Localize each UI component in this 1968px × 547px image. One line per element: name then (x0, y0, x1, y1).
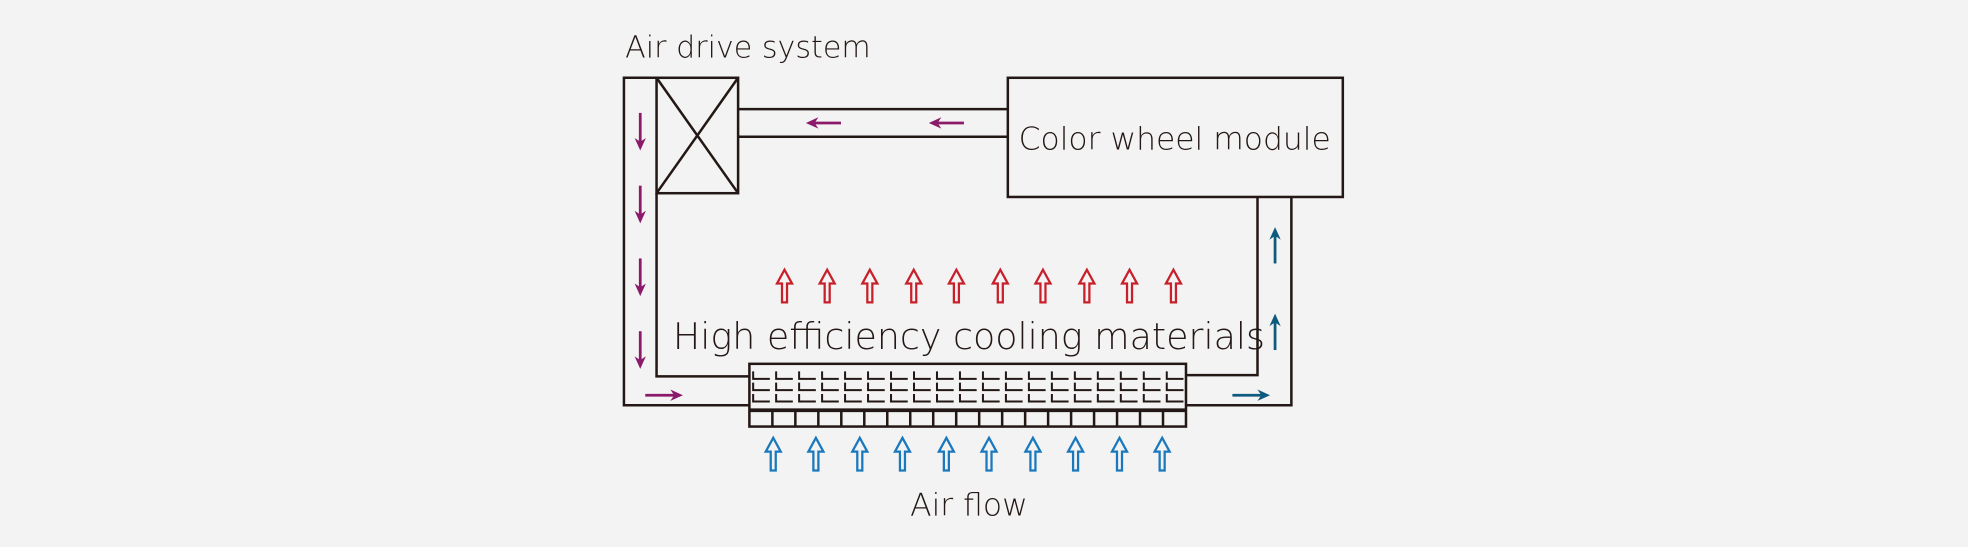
right-arrow-icon (1232, 389, 1271, 401)
air-flow-arrow-icon (979, 435, 999, 472)
fan-icon (655, 77, 740, 194)
down-arrow-icon (634, 258, 646, 297)
up-arrow-icon (1269, 313, 1281, 351)
hot-air-arrow-icon (946, 267, 966, 304)
outer-left-duct (622, 76, 750, 407)
hot-air-arrow-icon (1033, 267, 1053, 304)
top-duct (738, 107, 1008, 139)
hot-air-arrow-icon (1164, 267, 1183, 304)
hot-air-arrow-icon (1120, 267, 1139, 304)
up-arrow-icon (1269, 227, 1281, 264)
cooling-materials-label: High efficiency cooling materials (673, 315, 1265, 358)
right-arrow-icon (645, 389, 683, 401)
air-flow-arrow-icon (763, 435, 783, 472)
down-arrow-icon (634, 112, 646, 151)
heat-exchanger-icon (748, 362, 1188, 428)
hot-air-arrow-icon (1077, 267, 1097, 304)
fan-box (655, 76, 740, 195)
air-flow-arrow-icon (936, 435, 956, 472)
air-flow-arrow-icon (850, 435, 870, 472)
hot-air-arrow-icon (860, 267, 880, 304)
air-flow-arrow-icon (893, 435, 912, 472)
inner-left-duct (655, 193, 750, 378)
hot-air-arrow-icon (775, 267, 794, 304)
left-arrow-icon (928, 117, 964, 129)
color-wheel-module-label: Color wheel module (1019, 121, 1331, 157)
color-wheel-module-box (1006, 76, 1345, 199)
air-flow-arrow-icon (1110, 435, 1129, 472)
left-arrow-icon (805, 117, 841, 129)
down-arrow-icon (634, 331, 646, 369)
down-arrow-icon (634, 185, 646, 224)
air-flow-arrow-icon (1023, 435, 1043, 472)
air-drive-system-label: Air drive system (625, 31, 871, 66)
air-flow-arrow-icon (1152, 435, 1172, 472)
air-flow-arrow-icon (806, 435, 826, 472)
hot-air-arrow-icon (990, 267, 1010, 304)
right-duct (1185, 196, 1293, 407)
hot-air-arrow-icon (817, 267, 837, 304)
air-flow-arrow-icon (1066, 435, 1086, 472)
air-flow-label: Air flow (910, 488, 1028, 524)
hot-air-arrow-icon (904, 267, 924, 304)
